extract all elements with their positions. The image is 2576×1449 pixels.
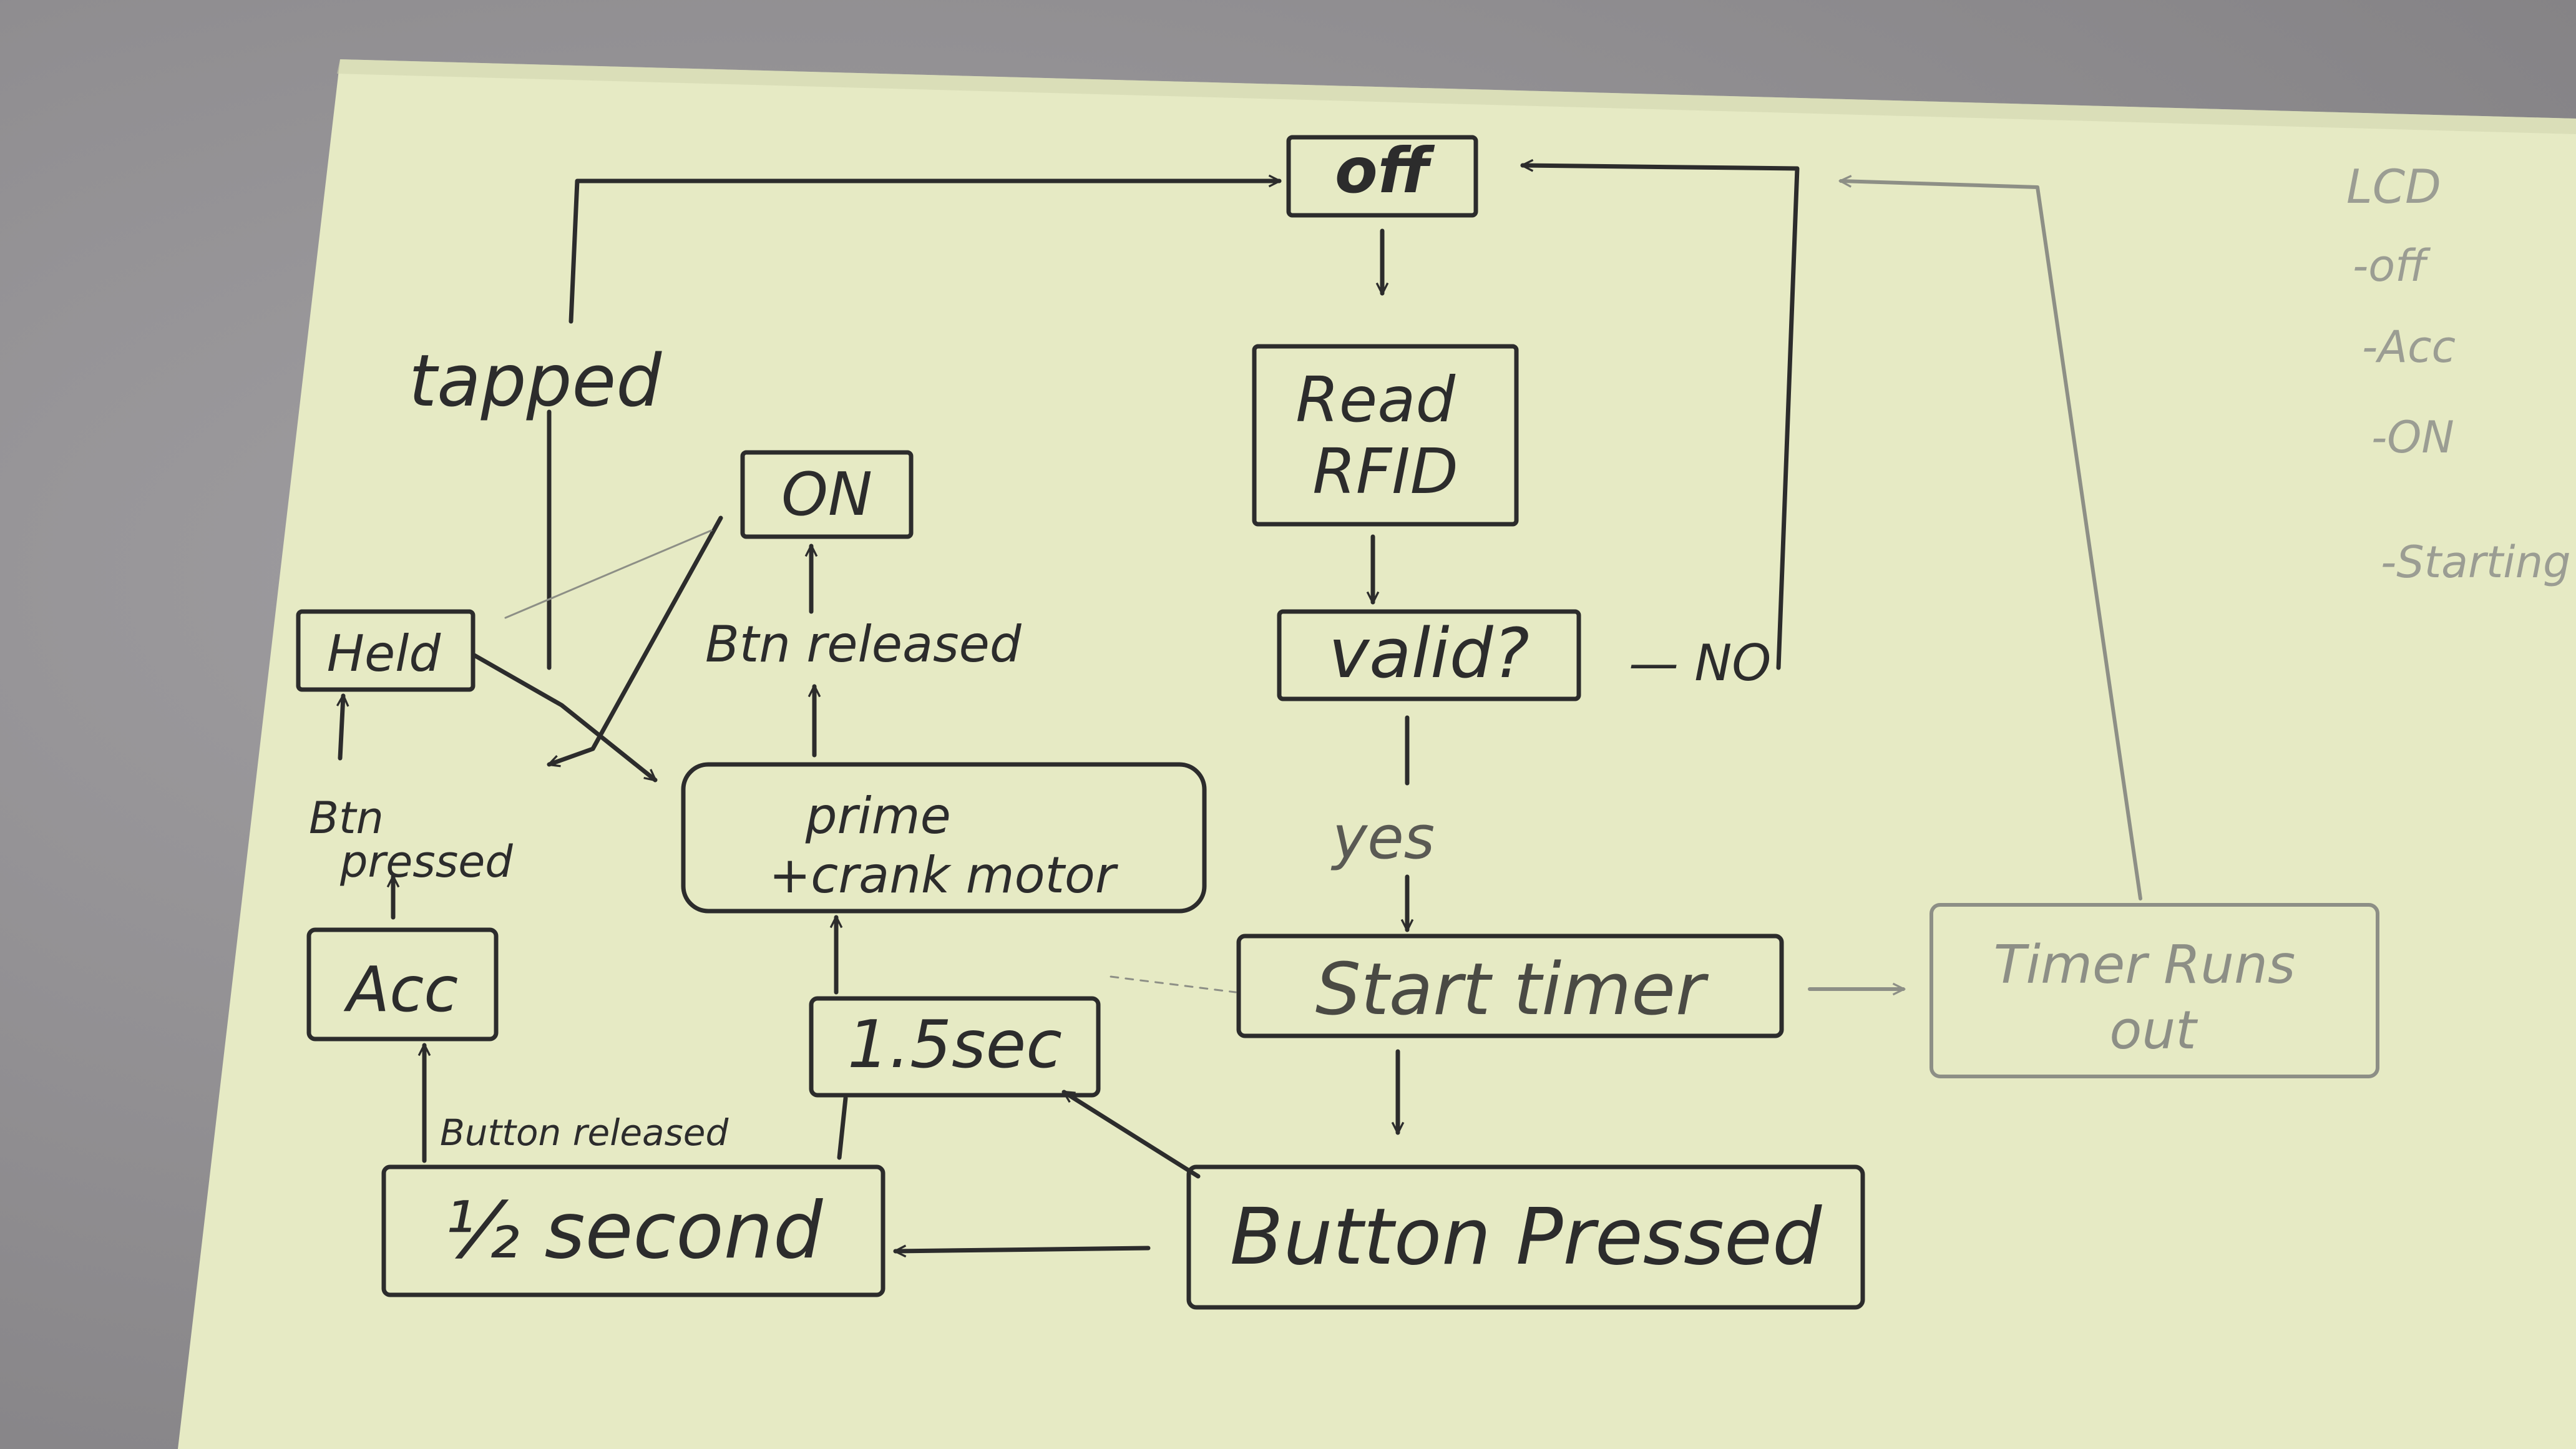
node-timer-runs-out-box	[1930, 903, 2379, 1078]
edge-label-btn-pressed: Btn pressed	[309, 793, 513, 887]
edge-label-btn-pressed-line-1: Btn	[309, 793, 384, 844]
edge-half-second-to-1-5-sec	[837, 1096, 848, 1160]
node-1-5-sec-box	[809, 996, 1101, 1098]
node-read-rfid-line-2: RFID	[1312, 435, 1458, 508]
node-half-second-box	[381, 1164, 886, 1297]
node-valid-label: valid?	[1329, 613, 1530, 693]
edge-button-pressed-to-half-second	[893, 1248, 1151, 1251]
node-read-rfid-box	[1252, 344, 1519, 527]
node-on-box	[740, 450, 914, 539]
edge-label-no: — NO	[1629, 634, 1771, 692]
node-timer-runs-out-line-2: out	[2109, 1000, 2198, 1061]
faint-dashed-line	[1110, 975, 1237, 993]
node-acc-label: Acc	[343, 953, 458, 1026]
edge-timer-runs-out-to-off	[1841, 181, 2142, 900]
node-valid-box	[1277, 609, 1581, 701]
node-off-box	[1286, 135, 1478, 218]
node-1-5-sec-label: 1.5sec	[847, 1007, 1062, 1083]
node-read-rfid-line-1: Read	[1295, 363, 1455, 436]
node-read-rfid-label: Read RFID	[1295, 363, 1475, 508]
node-prime-crank-line-2: +crank motor	[769, 846, 1119, 904]
side-note-item-3: -ON	[2371, 412, 2454, 463]
node-prime-crank-box	[681, 762, 1207, 914]
side-note-item-1: -off	[2353, 240, 2431, 291]
node-button-pressed-label: Button Pressed	[1230, 1192, 1822, 1282]
node-button-pressed-box	[1186, 1164, 1865, 1310]
edge-label-btn-released: Btn released	[705, 615, 1022, 673]
node-timer-runs-out-label: Timer Runs out	[1994, 934, 2313, 1061]
edge-label-btn-pressed-line-2: pressed	[339, 836, 513, 887]
paper-shadow	[337, 59, 2576, 134]
node-start-timer-box	[1236, 934, 1784, 1038]
edge-on-to-prime	[549, 515, 723, 764]
node-timer-runs-out-line-1: Timer Runs	[1994, 934, 2296, 996]
edge-valid-no-to-off	[1520, 165, 1800, 670]
node-half-second-label: ½ second	[444, 1186, 823, 1276]
edge-label-yes: yes	[1330, 804, 1435, 872]
side-note-item-4: -Starting	[2381, 537, 2571, 588]
edge-label-button-released: Button released	[440, 1111, 729, 1154]
side-note-title: LCD	[2346, 159, 2441, 214]
node-off-label: off	[1335, 134, 1435, 207]
edge-btn-pressed-to-held	[340, 696, 343, 761]
node-prime-crank-line-1: prime	[805, 787, 951, 845]
edge-held-to-prime	[472, 653, 655, 783]
node-on-label: ON	[781, 461, 872, 529]
faint-stray-line	[504, 529, 713, 619]
node-held-label: Held	[327, 625, 442, 683]
side-note-item-2: -Acc	[2362, 321, 2456, 373]
node-acc-box	[306, 927, 499, 1042]
edge-tapped-to-off	[568, 181, 1282, 324]
node-held-box	[296, 609, 476, 692]
paper-sheet	[178, 59, 2576, 1449]
edge-label-tapped: tapped	[409, 339, 662, 423]
node-start-timer-label: Start timer	[1315, 948, 1709, 1032]
edge-button-pressed-to-1-5-sec	[1064, 1090, 1201, 1179]
node-prime-crank-label: prime +crank motor	[769, 787, 1119, 904]
